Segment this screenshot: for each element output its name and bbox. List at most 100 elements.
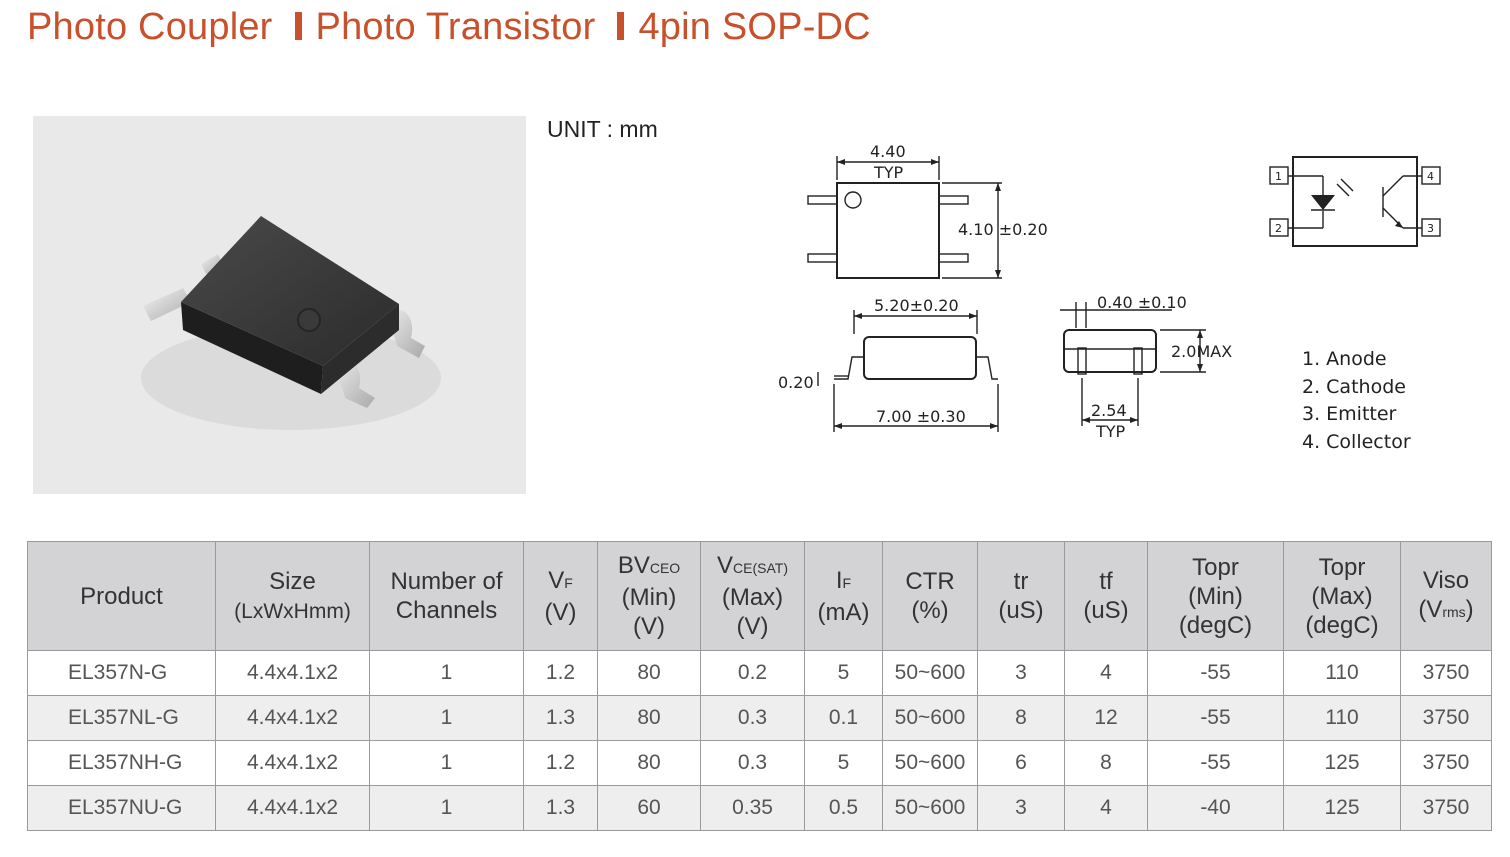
cell-bvceo: 80 [597,650,701,696]
internal-schematic: 1 2 3 4 [1269,156,1441,247]
pin-item: 4. Collector [1302,431,1411,454]
col-header-topr-max: Topr(Max)(degC) [1283,541,1401,651]
product-photo [33,116,526,494]
dim-top-width: 4.40 [870,142,906,161]
cell-bvceo: 80 [597,740,701,786]
col-header-ctr: CTR(%) [882,541,978,651]
pin-item: 2. Cathode [1302,375,1406,398]
cell-if: 5 [804,740,883,786]
cell-channels: 1 [369,785,524,831]
cell-viso: 3750 [1400,740,1492,786]
cell-size: 4.4x4.1x2 [215,695,370,741]
table-row: EL357NL-G 4.4x4.1x2 1 1.3 80 0.3 0.1 50~… [27,695,1492,741]
cell-size: 4.4x4.1x2 [215,650,370,696]
table-row: EL357N-G 4.4x4.1x2 1 1.2 80 0.2 5 50~600… [27,650,1492,696]
dim-top-width-note: TYP [873,163,904,182]
cell-tr: 3 [977,785,1065,831]
cell-tf: 8 [1064,740,1148,786]
dim-max-height: 2.0MAX [1171,342,1232,361]
cell-vcesat: 0.2 [700,650,805,696]
cell-viso: 3750 [1400,650,1492,696]
cell-topr-max: 110 [1283,695,1401,741]
cell-ctr: 50~600 [882,695,978,741]
cell-channels: 1 [369,740,524,786]
cell-viso: 3750 [1400,785,1492,831]
table-row: EL357NH-G 4.4x4.1x2 1 1.2 80 0.3 5 50~60… [27,740,1492,786]
cell-size: 4.4x4.1x2 [215,740,370,786]
cell-if: 0.5 [804,785,883,831]
cell-topr-min: -40 [1147,785,1284,831]
cell-tf: 4 [1064,785,1148,831]
cell-tr: 6 [977,740,1065,786]
cell-vcesat: 0.3 [700,695,805,741]
cell-channels: 1 [369,650,524,696]
title-output-type: Photo Transistor [315,6,596,48]
cell-tr: 8 [977,695,1065,741]
cell-topr-max: 125 [1283,785,1401,831]
cell-bvceo: 80 [597,695,701,741]
cell-tf: 4 [1064,650,1148,696]
col-header-product: Product [27,541,216,651]
dim-pitch-note: TYP [1095,422,1126,441]
cell-topr-min: -55 [1147,695,1284,741]
schematic-pin-1: 1 [1275,170,1282,183]
dim-pitch: 2.54 [1091,401,1127,420]
table-row: EL357NU-G 4.4x4.1x2 1 1.3 60 0.35 0.5 50… [27,785,1492,831]
cell-product: EL357NH-G [27,740,216,786]
col-header-vcesat: VCE(SAT)(Max)(V) [700,541,805,651]
col-header-topr-min: Topr(Min)(degC) [1147,541,1284,651]
cell-product: EL357N-G [27,650,216,696]
col-header-bvceo: BVCEO(Min)(V) [597,541,701,651]
cell-vf: 1.2 [523,740,598,786]
col-header-viso: Viso(Vrms) [1400,541,1492,651]
pin-item: 1. Anode [1302,348,1387,370]
cell-size: 4.4x4.1x2 [215,785,370,831]
dim-lead-width: 0.40 ±0.10 [1097,293,1187,312]
schematic-pin-2: 2 [1275,222,1282,235]
col-header-size: Size(LxWxHmm) [215,541,370,651]
cell-viso: 3750 [1400,695,1492,741]
cell-topr-max: 125 [1283,740,1401,786]
cell-ctr: 50~600 [882,785,978,831]
cell-if: 0.1 [804,695,883,741]
col-header-tr: tr(uS) [977,541,1065,651]
schematic-pin-4: 4 [1427,170,1434,183]
unit-label: UNIT : mm [547,116,658,142]
cell-tf: 12 [1064,695,1148,741]
col-header-tf: tf(uS) [1064,541,1148,651]
dim-lead-thickness: 0.20 [778,373,814,392]
cell-product: EL357NL-G [27,695,216,741]
title-product-type: Photo Coupler [27,6,273,48]
cell-tr: 3 [977,650,1065,696]
pin-item: 3. Emitter [1302,403,1397,426]
dim-top-height: 4.10 ±0.20 [958,220,1048,239]
cell-if: 5 [804,650,883,696]
col-header-if: IF(mA) [804,541,883,651]
dim-body-length: 5.20±0.20 [874,296,959,315]
cell-vf: 1.2 [523,650,598,696]
cell-vf: 1.3 [523,785,598,831]
title-package: 4pin SOP-DC [638,6,871,48]
cell-vcesat: 0.35 [700,785,805,831]
cell-product: EL357NU-G [27,785,216,831]
cell-topr-min: -55 [1147,650,1284,696]
title-separator [617,12,625,40]
cell-vf: 1.3 [523,695,598,741]
page-title: Photo Coupler Photo Transistor 4pin SOP-DC [27,6,871,49]
sop-package-image [141,216,441,430]
cell-bvceo: 60 [597,785,701,831]
package-dimension-drawing: 4.40 TYP 4.10 ±0.20 5.20±0.20 0.20 7.00 … [778,142,1232,441]
pin-assignment-list: 1. Anode 2. Cathode 3. Emitter 4. Collec… [1302,346,1411,457]
cell-topr-min: -55 [1147,740,1284,786]
col-header-vf: VF(V) [523,541,598,651]
cell-ctr: 50~600 [882,650,978,696]
cell-topr-max: 110 [1283,650,1401,696]
title-separator [294,12,302,40]
dim-overall-length: 7.00 ±0.30 [876,407,966,426]
cell-ctr: 50~600 [882,740,978,786]
cell-vcesat: 0.3 [700,740,805,786]
cell-channels: 1 [369,695,524,741]
